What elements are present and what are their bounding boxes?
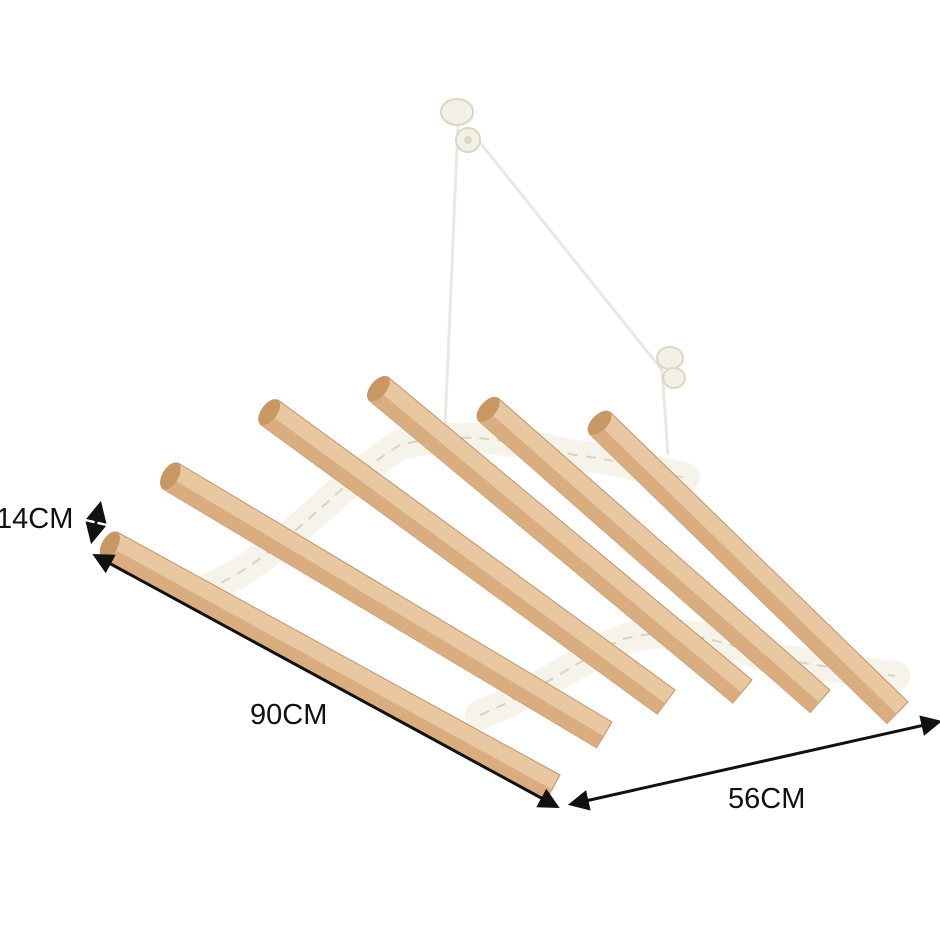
dimension-arrows <box>85 500 940 811</box>
length-label: 90CM <box>250 699 327 731</box>
slat-end-grain <box>258 399 281 426</box>
slat-end-grain <box>587 410 612 435</box>
wooden-slat <box>367 375 753 704</box>
slat-end-grain <box>160 462 181 490</box>
wooden-slat <box>476 396 831 714</box>
rope-left <box>442 124 460 451</box>
width-label: 56CM <box>728 783 805 815</box>
slats-front <box>99 375 909 802</box>
width-arrow <box>567 715 940 811</box>
cleat-icon <box>656 346 686 389</box>
height-arrow <box>85 500 107 545</box>
length-arrow <box>92 553 560 809</box>
rope-right <box>468 129 670 456</box>
rope-and-pulleys <box>440 98 686 456</box>
slat-end-grain <box>476 396 500 422</box>
height-label: 14CM <box>0 503 73 535</box>
pulley-icon <box>440 98 481 153</box>
slat-end-grain <box>367 375 390 402</box>
